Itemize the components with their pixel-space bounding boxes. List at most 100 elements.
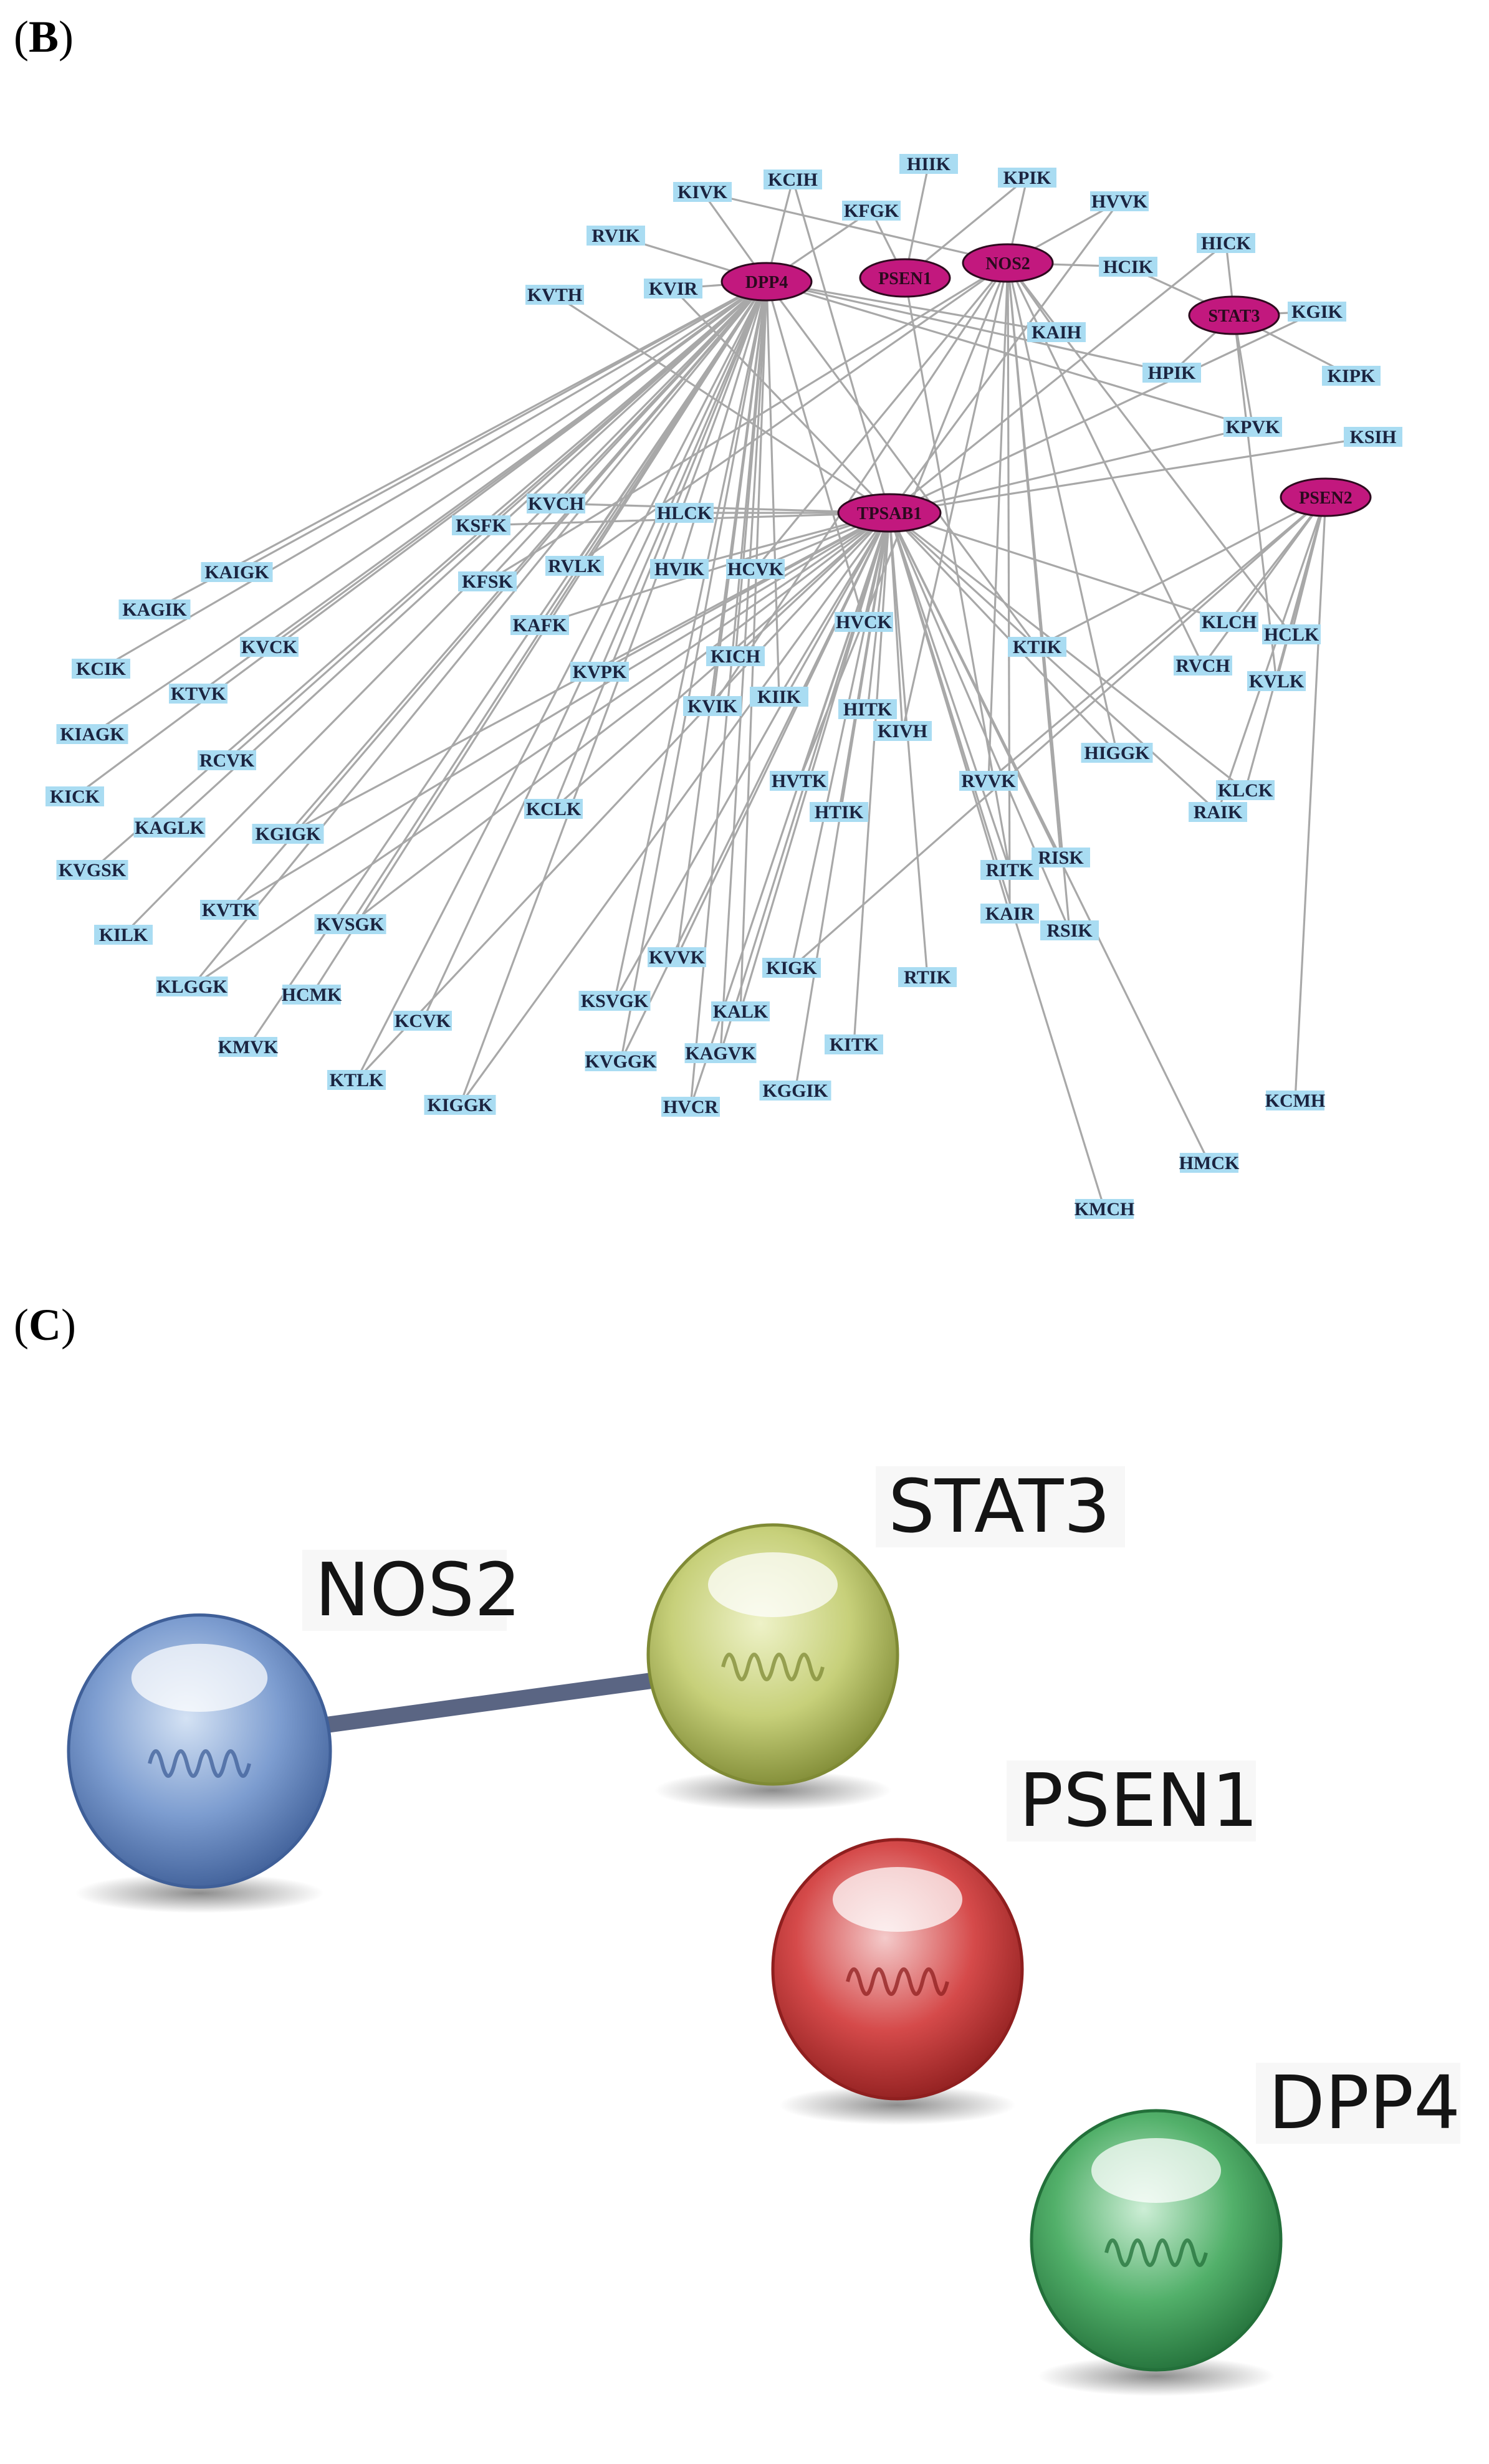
peptide-label: KVPK <box>573 662 627 682</box>
network-edge <box>168 280 768 829</box>
peptide-label: RSIK <box>1046 920 1093 941</box>
network-edge <box>154 280 767 611</box>
peptide-label-bg <box>998 168 1056 188</box>
hub-node-psen1: PSEN1 <box>859 258 951 298</box>
peptide-label: KPVK <box>1226 417 1280 437</box>
peptide-label-bg <box>393 1011 452 1031</box>
protein-label-bg <box>302 1550 507 1631</box>
peptide-node: HCIK <box>1099 257 1157 277</box>
peptide-node: KVCH <box>527 494 585 514</box>
peptide-node: KVGSK <box>56 860 128 881</box>
peptide-label: KCMH <box>1265 1091 1326 1111</box>
peptide-label-bg <box>873 721 932 741</box>
peptide-node: HMCK <box>1179 1153 1240 1173</box>
peptide-node: RTIK <box>898 967 957 988</box>
peptide-node: KCIK <box>72 659 130 679</box>
hub-ellipse <box>1188 295 1280 335</box>
peptide-label: RCVK <box>199 750 255 771</box>
network-edge <box>866 512 891 710</box>
network-edge <box>901 262 1009 732</box>
network-edge <box>792 179 891 513</box>
peptide-node: KIPK <box>1322 366 1381 386</box>
network-edge <box>191 512 890 988</box>
peptide-label: KTLK <box>330 1070 384 1091</box>
hub-ellipse <box>962 243 1054 283</box>
peptide-label-bg <box>1197 233 1255 253</box>
network-edge <box>1007 262 1011 914</box>
peptide-label: KAGIK <box>122 599 187 620</box>
peptide-node: HVCR <box>661 1097 720 1117</box>
peptide-node: KFGK <box>842 201 901 221</box>
peptide-node: RVVK <box>959 771 1018 791</box>
peptide-label-bg <box>1027 322 1086 342</box>
hub-ellipse <box>721 262 813 302</box>
peptide-node: HLCK <box>655 503 714 523</box>
peptide-label-bg <box>1032 848 1090 867</box>
network-edge <box>486 280 768 583</box>
peptide-label-bg <box>1200 612 1258 632</box>
peptide-node: KIVH <box>873 721 932 742</box>
network-edge <box>613 281 768 1001</box>
peptide-node: RCVK <box>198 750 256 771</box>
network-edge <box>191 280 768 988</box>
peptide-label: RISK <box>1038 848 1084 868</box>
network-edge <box>888 512 929 978</box>
peptide-label: KCIK <box>76 659 127 679</box>
peptide-label: KALK <box>713 1001 768 1022</box>
peptide-label-bg <box>327 1070 386 1090</box>
peptide-label-bg <box>1322 366 1381 386</box>
peptide-label-bg <box>282 985 341 1005</box>
peptide-node: RITK <box>980 860 1039 881</box>
network-edge <box>1294 497 1327 1101</box>
peptide-label-bg <box>899 154 958 174</box>
peptide-label-bg <box>1040 920 1099 940</box>
peptide-node: KLCH <box>1200 612 1258 633</box>
network-edge <box>766 280 1172 374</box>
peptide-label: KICK <box>50 786 100 807</box>
peptide-label-bg <box>1223 417 1282 437</box>
peptide-label: KVCH <box>528 494 584 514</box>
network-edge <box>888 242 1227 514</box>
panel-c-label: (C) <box>14 1300 76 1350</box>
peptide-node: KAGVK <box>684 1043 757 1064</box>
peptide-label: KAIH <box>1032 322 1081 343</box>
peptide-label-bg <box>1008 637 1066 657</box>
network-edge <box>355 512 891 1081</box>
network-edge <box>92 280 767 735</box>
peptide-label: HVTK <box>772 771 827 791</box>
protein-label-bg <box>1256 2063 1460 2144</box>
network-edge <box>888 512 1011 871</box>
peptide-label: KLGGK <box>156 977 227 997</box>
peptide-node: KCMH <box>1265 1091 1326 1111</box>
peptide-label-bg <box>648 947 706 967</box>
protein-node-psen1: PSEN1 <box>771 1757 1258 2125</box>
hub-node-tpsab1: TPSAB1 <box>837 493 942 533</box>
peptide-node: KFSK <box>458 571 517 592</box>
peptide-label: RVVK <box>961 771 1016 791</box>
peptide-label-bg <box>661 1097 720 1117</box>
peptide-label-bg <box>1075 1199 1134 1219</box>
peptide-node: KSVGK <box>578 991 651 1011</box>
peptide-label-bg <box>458 571 517 591</box>
peptide-node: HITK <box>838 699 897 720</box>
peptide-label: KVSGK <box>317 914 385 935</box>
peptide-node: KVTK <box>200 900 259 920</box>
peptide-label: HPIK <box>1148 363 1196 383</box>
network-edge <box>122 280 768 936</box>
peptide-label: KSFK <box>456 515 507 536</box>
network-edge <box>613 512 891 1001</box>
peptide-node: KMCH <box>1075 1199 1134 1220</box>
peptide-node: KAGLK <box>133 818 206 838</box>
protein-label-bg <box>1007 1760 1256 1841</box>
peptide-label-bg <box>452 515 510 535</box>
hub-node-dpp4: DPP4 <box>721 262 813 302</box>
protein-node-nos2: NOS2 <box>67 1547 521 1913</box>
hub-label: PSEN1 <box>878 269 932 289</box>
peptide-label: HVCR <box>663 1097 719 1117</box>
peptide-label: KCVK <box>395 1011 451 1031</box>
peptide-label: KGIK <box>1291 302 1343 322</box>
peptide-label-bg <box>578 991 651 1011</box>
peptide-label-bg <box>810 802 868 822</box>
interaction-edge <box>309 1671 669 1734</box>
peptide-node: KLGGK <box>156 977 228 997</box>
